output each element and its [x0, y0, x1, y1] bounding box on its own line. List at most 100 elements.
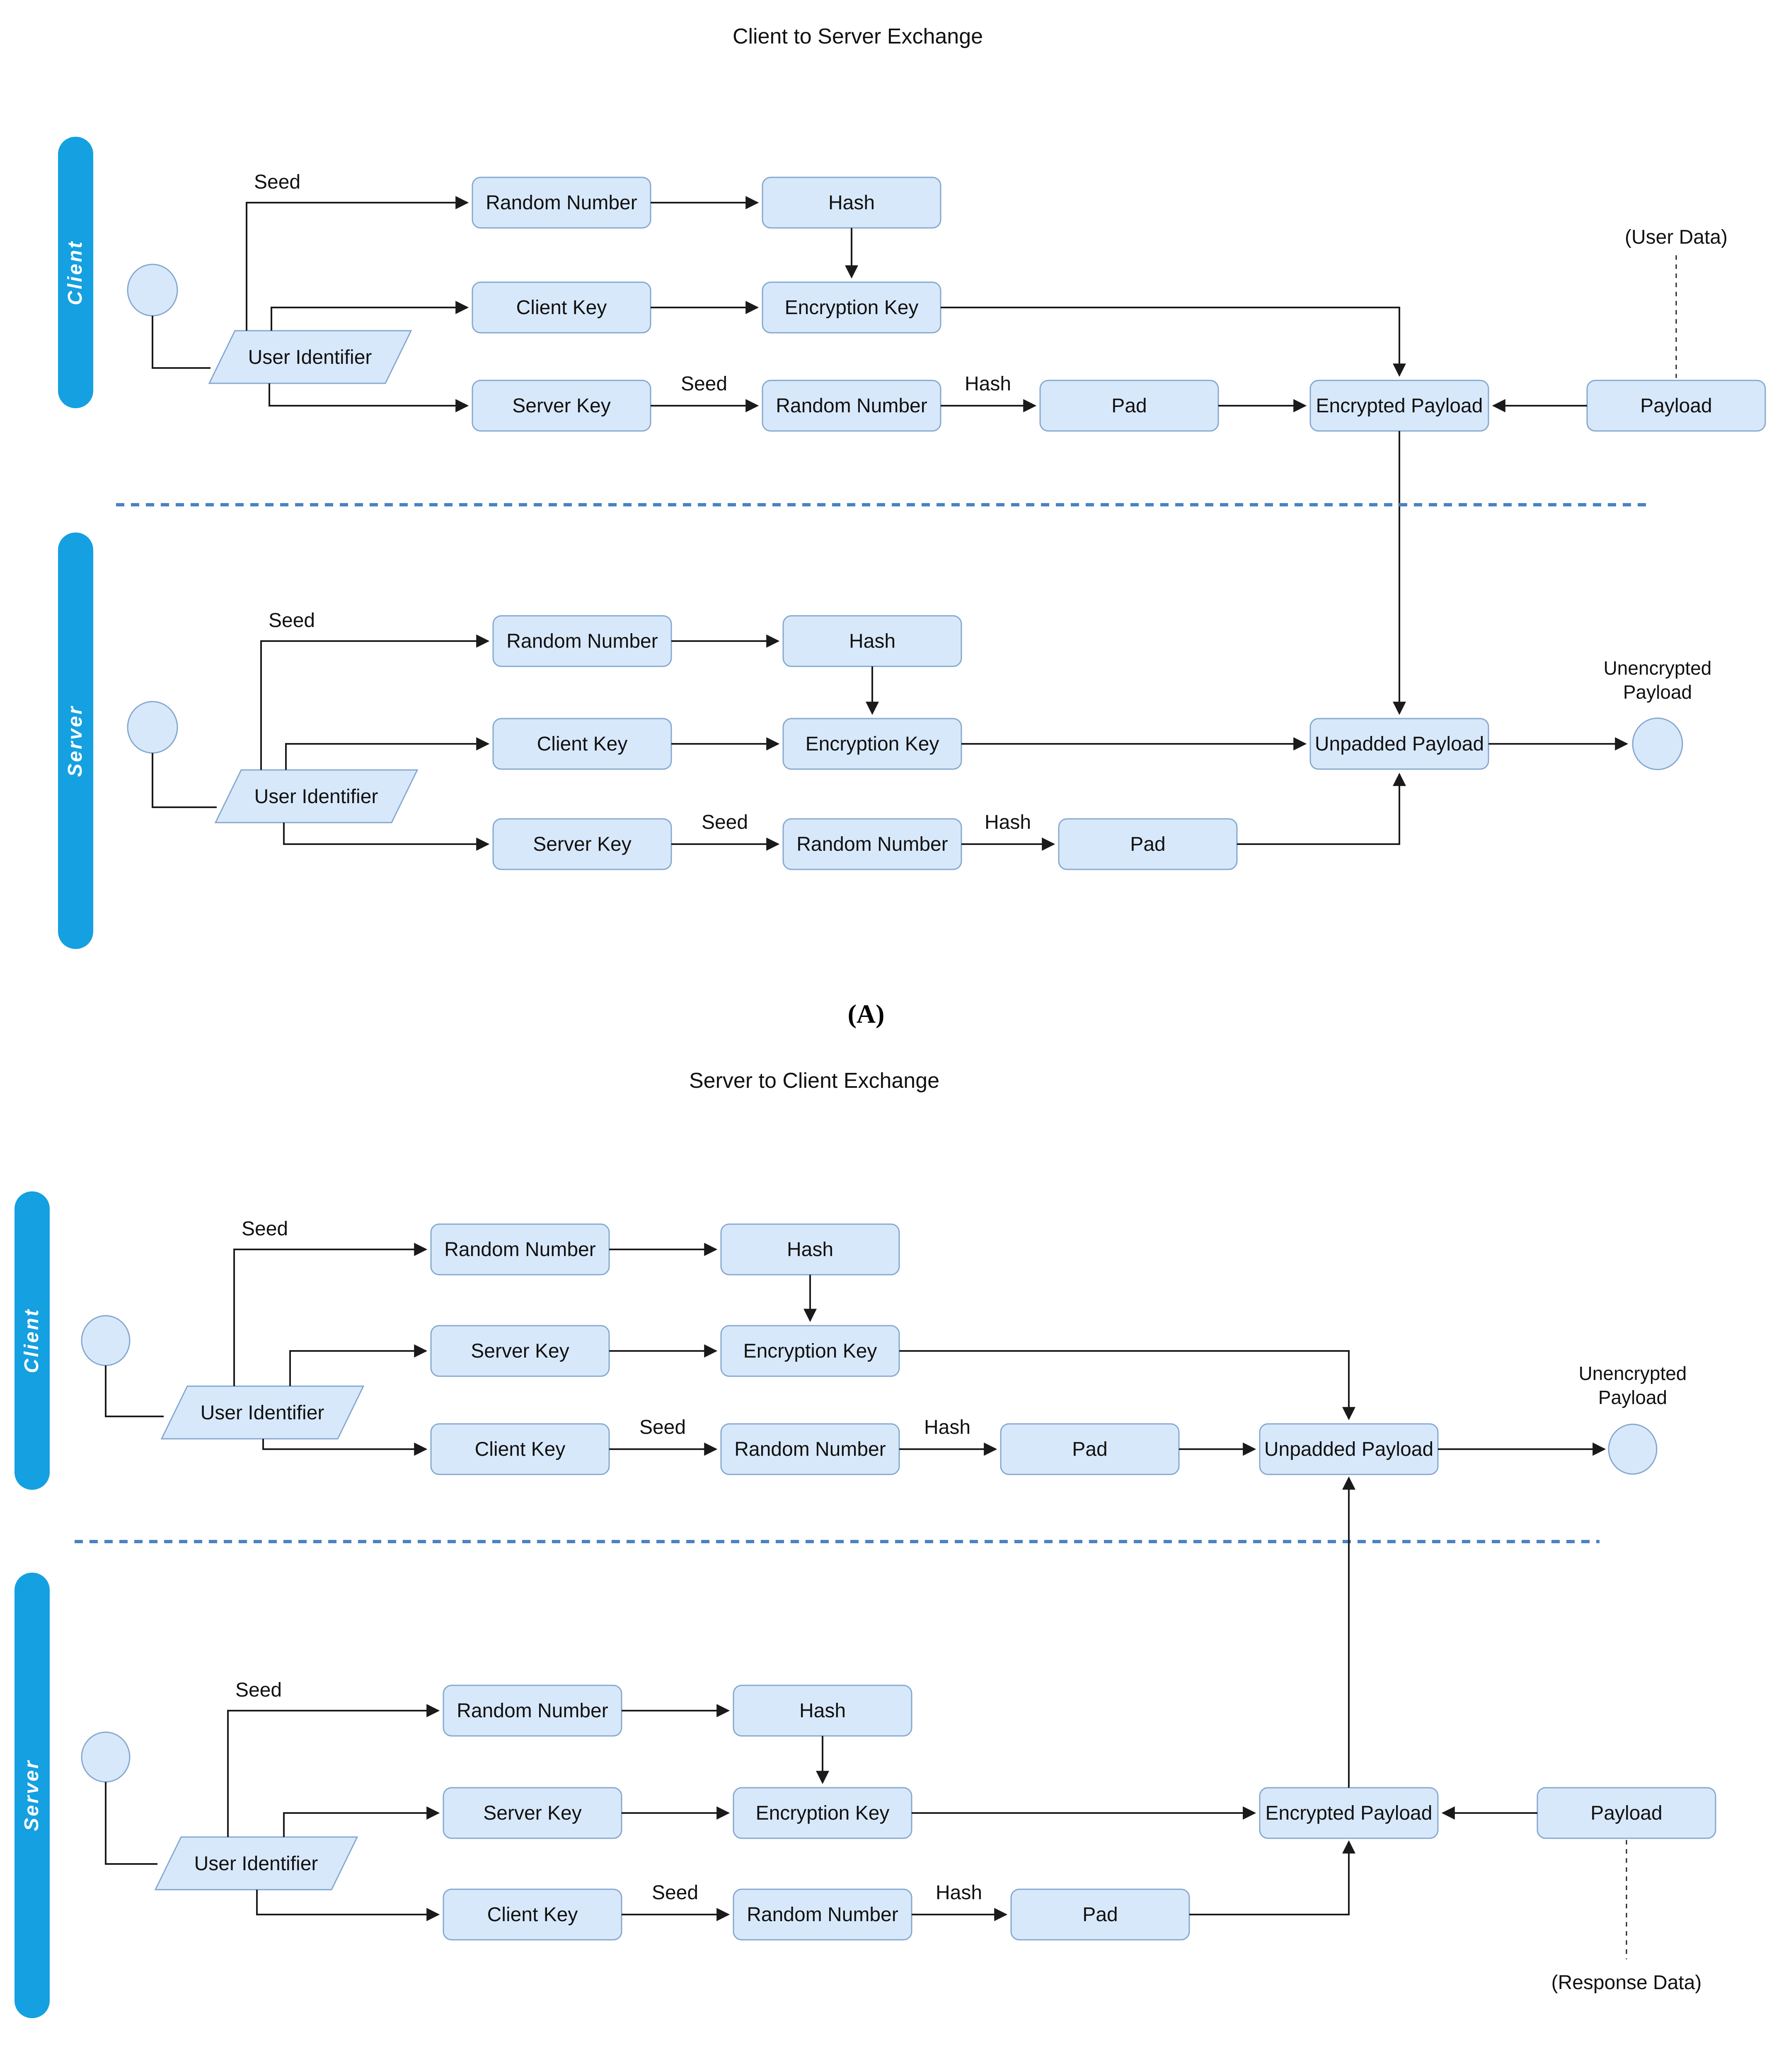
svg-text:Encryption Key: Encryption Key — [756, 1802, 890, 1824]
node-a-server-unpadded-payload: Unpadded Payload — [1309, 718, 1489, 770]
node-b-server-encrypted-payload: Encrypted Payload — [1259, 1787, 1439, 1839]
edge-label-seed2: Seed — [652, 1882, 698, 1904]
svg-text:Server Key: Server Key — [483, 1802, 581, 1824]
node-b-client-client-key: Client Key — [430, 1423, 610, 1475]
edge-pad-to-unpadded-payload — [1237, 772, 1406, 845]
node-a-client-hash: Hash — [762, 177, 941, 229]
node-a-client-encrypted-payload: Encrypted Payload — [1309, 380, 1489, 432]
edge-ui-to-server-key — [289, 1344, 428, 1386]
start-to-user-identifier-link — [152, 316, 211, 369]
node-a-server-pad: Pad — [1058, 818, 1238, 870]
edge-label-seed: Seed — [254, 171, 300, 193]
diagram-a: Client to Server Exchange Client User Id… — [58, 24, 1766, 1029]
svg-text:Encryption Key: Encryption Key — [785, 297, 919, 319]
edge-label-hash: Hash — [936, 1882, 982, 1904]
diagram-b-title: Server to Client Exchange — [689, 1069, 939, 1093]
node-b-server-client-key: Client Key — [443, 1888, 622, 1941]
svg-text:Random Number: Random Number — [506, 630, 658, 652]
edge-pad-to-encrypted-payload — [1189, 1840, 1355, 1915]
node-a-server-client-key: Client Key — [492, 718, 672, 770]
server-lane-label: Server — [21, 1759, 43, 1831]
svg-text:Hash: Hash — [787, 1239, 833, 1261]
svg-text:Random Number: Random Number — [486, 192, 637, 214]
node-b-client-unpadded-payload: Unpadded Payload — [1259, 1423, 1439, 1475]
client-lane-bar — [58, 137, 93, 408]
diagram-b: Server to Client Exchange Client User Id… — [15, 1069, 1716, 2018]
client-lane-label: Client — [64, 240, 86, 305]
edge-label-seed2: Seed — [681, 373, 727, 395]
node-b-client-hash: Hash — [720, 1223, 900, 1276]
svg-text:Pad: Pad — [1082, 1904, 1118, 1926]
node-b-client-random-number-2: Random Number — [720, 1423, 900, 1475]
edge-ek-to-encrypted-payload — [941, 307, 1406, 377]
output-label-line2: Payload — [1598, 1387, 1667, 1408]
start-node — [81, 1315, 131, 1366]
start-node — [127, 701, 178, 754]
edge-label-seed: Seed — [242, 1218, 288, 1240]
edge-seed-to-random-number — [246, 196, 469, 331]
node-b-client-pad: Pad — [1000, 1423, 1180, 1475]
node-b-client-random-number: Random Number — [430, 1223, 610, 1276]
start-node — [127, 264, 178, 317]
start-to-user-identifier-link — [105, 1782, 157, 1865]
svg-text:Client Key: Client Key — [516, 297, 607, 319]
node-a-server-user-identifier: User Identifier — [214, 769, 419, 823]
node-a-server-encryption-key: Encryption Key — [782, 718, 962, 770]
node-a-client-pad: Pad — [1039, 380, 1219, 432]
edge-ui-to-server-key — [269, 383, 469, 412]
svg-text:Random Number: Random Number — [747, 1904, 898, 1926]
svg-text:Unpadded Payload: Unpadded Payload — [1315, 733, 1484, 755]
response-data-note: (Response Data) — [1551, 1972, 1702, 1994]
edge-seed-to-random-number — [260, 634, 490, 770]
end-node-unencrypted-payload — [1608, 1423, 1658, 1475]
node-a-server-hash: Hash — [782, 615, 962, 667]
node-a-server-random-number: Random Number — [492, 615, 672, 667]
svg-text:Client Key: Client Key — [537, 733, 628, 755]
node-a-client-user-identifier: User Identifier — [208, 330, 412, 384]
edge-ui-to-client-key — [262, 1439, 428, 1456]
output-label-line1: Unencrypted — [1604, 657, 1712, 679]
svg-text:Random Number: Random Number — [457, 1700, 608, 1722]
start-node — [81, 1731, 131, 1783]
svg-text:Random Number: Random Number — [444, 1239, 596, 1261]
edge-label-hash: Hash — [924, 1416, 970, 1438]
svg-text:Client Key: Client Key — [475, 1438, 566, 1460]
server-lane-bar — [15, 1573, 50, 2018]
svg-text:Server Key: Server Key — [471, 1340, 569, 1362]
diagram-a-title: Client to Server Exchange — [733, 24, 983, 48]
edge-seed-to-random-number — [233, 1243, 428, 1386]
client-lane-label: Client — [21, 1308, 43, 1373]
node-b-server-server-key: Server Key — [443, 1787, 622, 1839]
edge-label-hash: Hash — [965, 373, 1011, 395]
svg-text:Encrypted Payload: Encrypted Payload — [1316, 395, 1483, 417]
node-b-client-encryption-key: Encryption Key — [720, 1325, 900, 1377]
node-b-server-user-identifier: User Identifier — [154, 1836, 358, 1890]
node-a-client-server-key: Server Key — [472, 380, 651, 432]
svg-text:Payload: Payload — [1640, 395, 1712, 417]
node-b-client-server-key: Server Key — [430, 1325, 610, 1377]
node-a-client-client-key: Client Key — [472, 281, 651, 334]
svg-text:Payload: Payload — [1590, 1802, 1662, 1824]
node-a-client-encryption-key: Encryption Key — [762, 281, 941, 334]
edge-ui-to-client-key — [271, 301, 469, 331]
node-b-server-random-number: Random Number — [443, 1685, 622, 1737]
svg-text:Encryption Key: Encryption Key — [806, 733, 939, 755]
diagram-b-client-lane: Client User Identifier Seed Random Numbe… — [15, 1191, 1687, 1490]
output-label-line1: Unencrypted — [1579, 1363, 1687, 1384]
svg-text:Pad: Pad — [1111, 395, 1147, 417]
node-a-server-random-number-2: Random Number — [782, 818, 962, 870]
node-b-server-encryption-key: Encryption Key — [733, 1787, 912, 1839]
node-b-server-hash: Hash — [733, 1685, 912, 1737]
edge-ui-to-server-key — [283, 1806, 440, 1837]
server-lane-label: Server — [64, 705, 86, 777]
diagram-a-caption: (A) — [848, 999, 885, 1029]
server-lane-bar — [58, 533, 93, 949]
edge-ui-to-server-key — [283, 823, 490, 851]
start-to-user-identifier-link — [105, 1365, 164, 1417]
svg-text:Pad: Pad — [1130, 833, 1165, 855]
diagram-b-server-lane: Server User Identifier Seed Random Numbe… — [15, 1476, 1716, 2018]
node-b-server-pad: Pad — [1010, 1888, 1190, 1941]
start-to-user-identifier-link — [152, 753, 217, 808]
